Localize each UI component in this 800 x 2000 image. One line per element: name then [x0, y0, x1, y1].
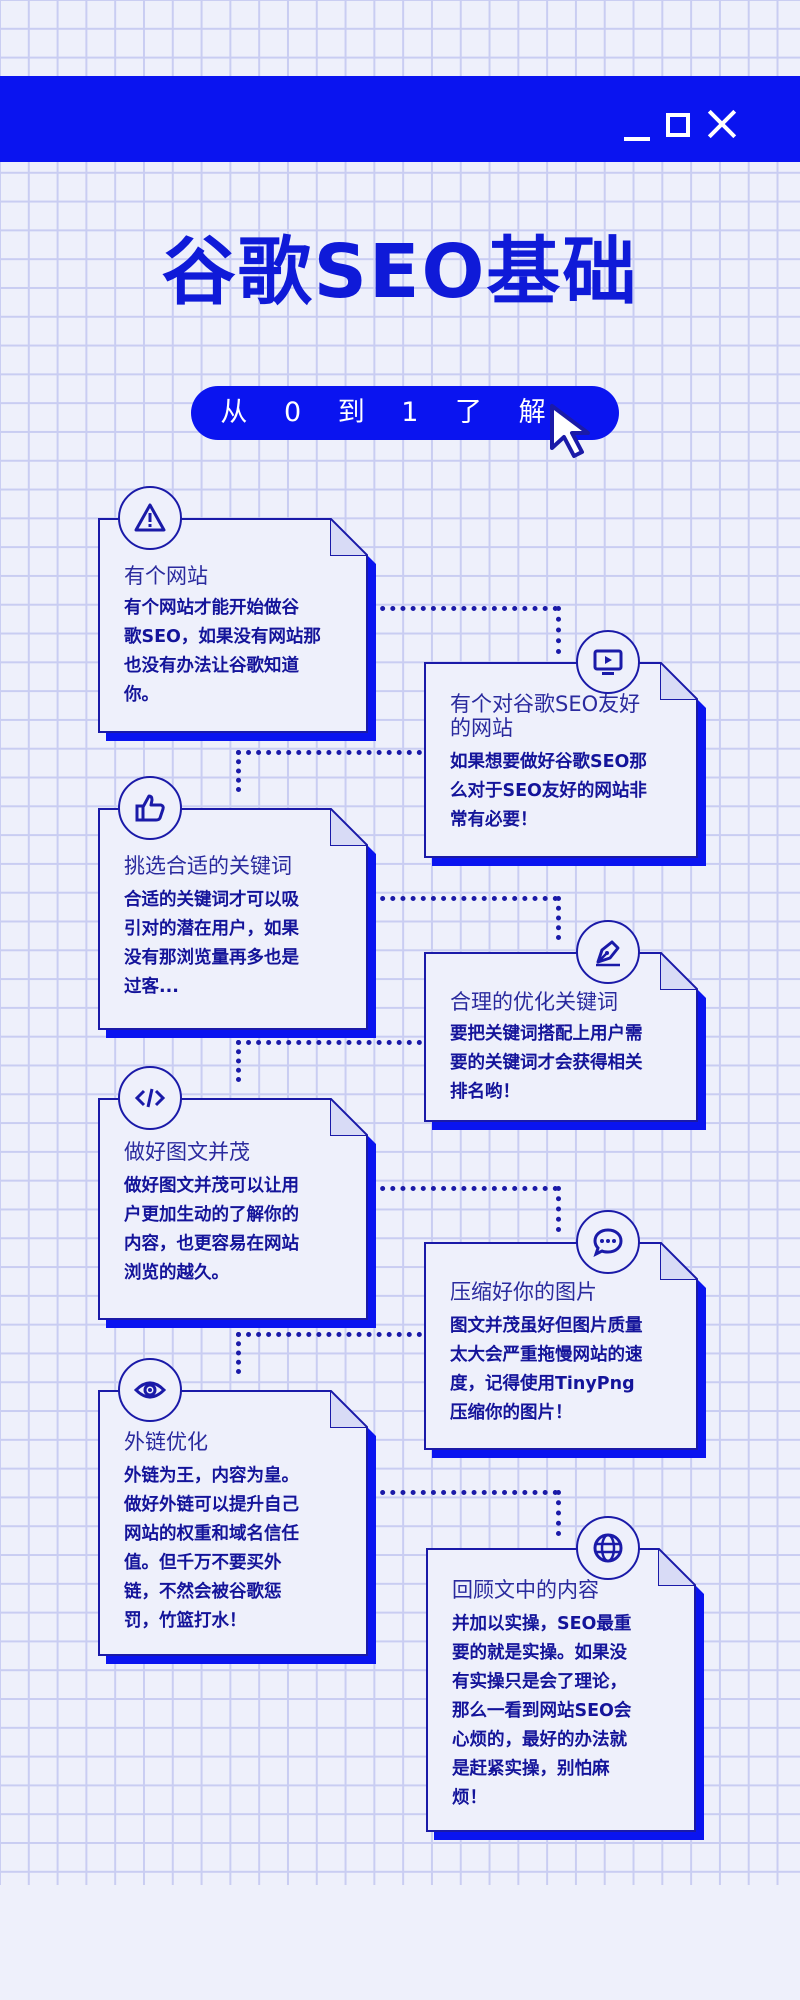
card-text: 如果想要做好谷歌SEO那么对于SEO友好的网站非常有必要！: [450, 752, 647, 830]
warning-icon: [118, 486, 182, 550]
step-card: 外链优化 外链为王，内容为皇。做好外链可以提升自己网站的权重和域名信任值。但千万…: [98, 1390, 368, 1656]
card-title: 挑选合适的关键词: [124, 854, 292, 878]
card-text: 合适的关键词才可以吸引对的潜在用户，如果没有那浏览量再多也是过客...: [124, 890, 299, 997]
globe-icon: [576, 1516, 640, 1580]
card-title: 有个网站: [124, 564, 208, 588]
card-title: 外链优化: [124, 1430, 208, 1454]
card-title: 合理的优化关键词: [450, 990, 618, 1014]
connector-line: [236, 750, 241, 792]
card-text: 并加以实操，SEO最重要的就是实操。如果没有实操只是会了理论，那么一看到网站SE…: [452, 1614, 632, 1808]
connector-line: [370, 1186, 558, 1191]
connector-line: [236, 1040, 422, 1045]
close-icon[interactable]: [706, 108, 738, 140]
step-card: 压缩好你的图片 图文并茂虽好但图片质量太大会严重拖慢网站的速度，记得使用Tiny…: [424, 1242, 698, 1450]
connector-line: [236, 750, 422, 755]
step-card: 合理的优化关键词 要把关键词搭配上用户需要的关键词才会获得相关排名哟！: [424, 952, 698, 1122]
subtitle-pill[interactable]: 从 0 到 1 了 解: [193, 388, 617, 438]
code-icon: [118, 1066, 182, 1130]
card-text: 要把关键词搭配上用户需要的关键词才会获得相关排名哟！: [450, 1024, 643, 1102]
connector-line: [236, 1332, 422, 1337]
cursor-arrow-icon: [550, 404, 590, 458]
connector-line: [236, 1040, 241, 1082]
card-title: 有个对谷歌SEO友好的网站: [450, 692, 641, 740]
card-text: 外链为王，内容为皇。做好外链可以提升自己网站的权重和域名信任值。但千万不要买外链…: [124, 1466, 299, 1631]
maximize-icon[interactable]: [666, 113, 690, 137]
connector-line: [370, 606, 558, 611]
subtitle-text: 从 0 到 1 了 解: [220, 397, 560, 428]
minimize-icon[interactable]: [624, 137, 650, 141]
step-card: 有个对谷歌SEO友好的网站 如果想要做好谷歌SEO那么对于SEO友好的网站非常有…: [424, 662, 698, 858]
step-card: 有个网站 有个网站才能开始做谷歌SEO，如果没有网站那也没有办法让谷歌知道你。: [98, 518, 368, 733]
pen-nib-icon: [576, 920, 640, 984]
connector-line: [236, 1332, 241, 1374]
card-text: 做好图文并茂可以让用户更加生动的了解你的内容，也更容易在网站浏览的越久。: [124, 1176, 299, 1283]
page-title: 谷歌SEO基础: [161, 229, 639, 315]
video-screen-icon: [576, 630, 640, 694]
step-card: 回顾文中的内容 并加以实操，SEO最重要的就是实操。如果没有实操只是会了理论，那…: [426, 1548, 696, 1832]
connector-line: [556, 1186, 561, 1232]
connector-line: [556, 606, 561, 654]
eye-icon: [118, 1358, 182, 1422]
connector-line: [370, 896, 558, 901]
thumbs-up-icon: [118, 776, 182, 840]
step-card: 挑选合适的关键词 合适的关键词才可以吸引对的潜在用户，如果没有那浏览量再多也是过…: [98, 808, 368, 1030]
chat-bubble-icon: [576, 1210, 640, 1274]
step-card: 做好图文并茂 做好图文并茂可以让用户更加生动的了解你的内容，也更容易在网站浏览的…: [98, 1098, 368, 1320]
background-footer: [0, 1885, 800, 2000]
card-text: 有个网站才能开始做谷歌SEO，如果没有网站那也没有办法让谷歌知道你。: [124, 598, 321, 705]
card-title: 回顾文中的内容: [452, 1578, 599, 1602]
connector-line: [556, 1490, 561, 1536]
connector-line: [556, 896, 561, 940]
card-title: 做好图文并茂: [124, 1140, 250, 1164]
connector-line: [370, 1490, 558, 1495]
card-title: 压缩好你的图片: [450, 1280, 597, 1304]
